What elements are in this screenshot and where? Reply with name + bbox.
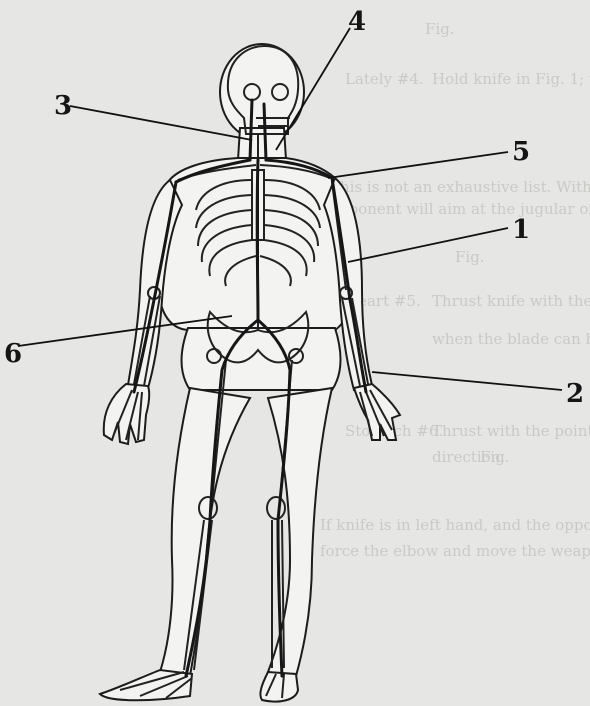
- callout-5: 5: [512, 137, 530, 167]
- bg-text-line: Thrust knife with the point,: [432, 292, 590, 310]
- leader-line-2: [372, 372, 562, 390]
- right-leg-outline: [160, 388, 250, 676]
- bg-text-line: when the blade can be directed to: [432, 330, 590, 348]
- pelvis-outline: [182, 328, 341, 390]
- callout-2: 2: [566, 379, 584, 409]
- bg-text-line: Lately #4.: [345, 70, 424, 88]
- callout-1: 1: [512, 215, 530, 245]
- bg-text-line: force the elbow and move the weapon with…: [320, 542, 590, 560]
- callout-4: 4: [348, 7, 366, 37]
- bg-text-line: Hold knife in Fig. 1; thrust point: [432, 70, 590, 88]
- bg-text-line: Fig.: [480, 448, 510, 466]
- left-kneecap: [267, 497, 285, 519]
- callout-3: 3: [54, 91, 72, 121]
- callout-6: 6: [4, 339, 22, 369]
- aorta: [257, 160, 258, 320]
- bg-text-line: Fig.: [455, 248, 485, 266]
- bg-text-line: opponent will aim at the jugular or any: [330, 200, 590, 218]
- leader-line-5: [328, 152, 508, 178]
- torso-outline: [159, 158, 350, 330]
- bg-text-line: This is not an exhaustive list. With a k…: [330, 178, 590, 196]
- bg-text-line: If knife is in left hand, and the oppone…: [320, 516, 590, 534]
- bg-text-line: Thrust with the point in a downward: [432, 422, 590, 440]
- bg-text-line: Fig.: [425, 20, 455, 38]
- left-foot-outline: [260, 672, 298, 702]
